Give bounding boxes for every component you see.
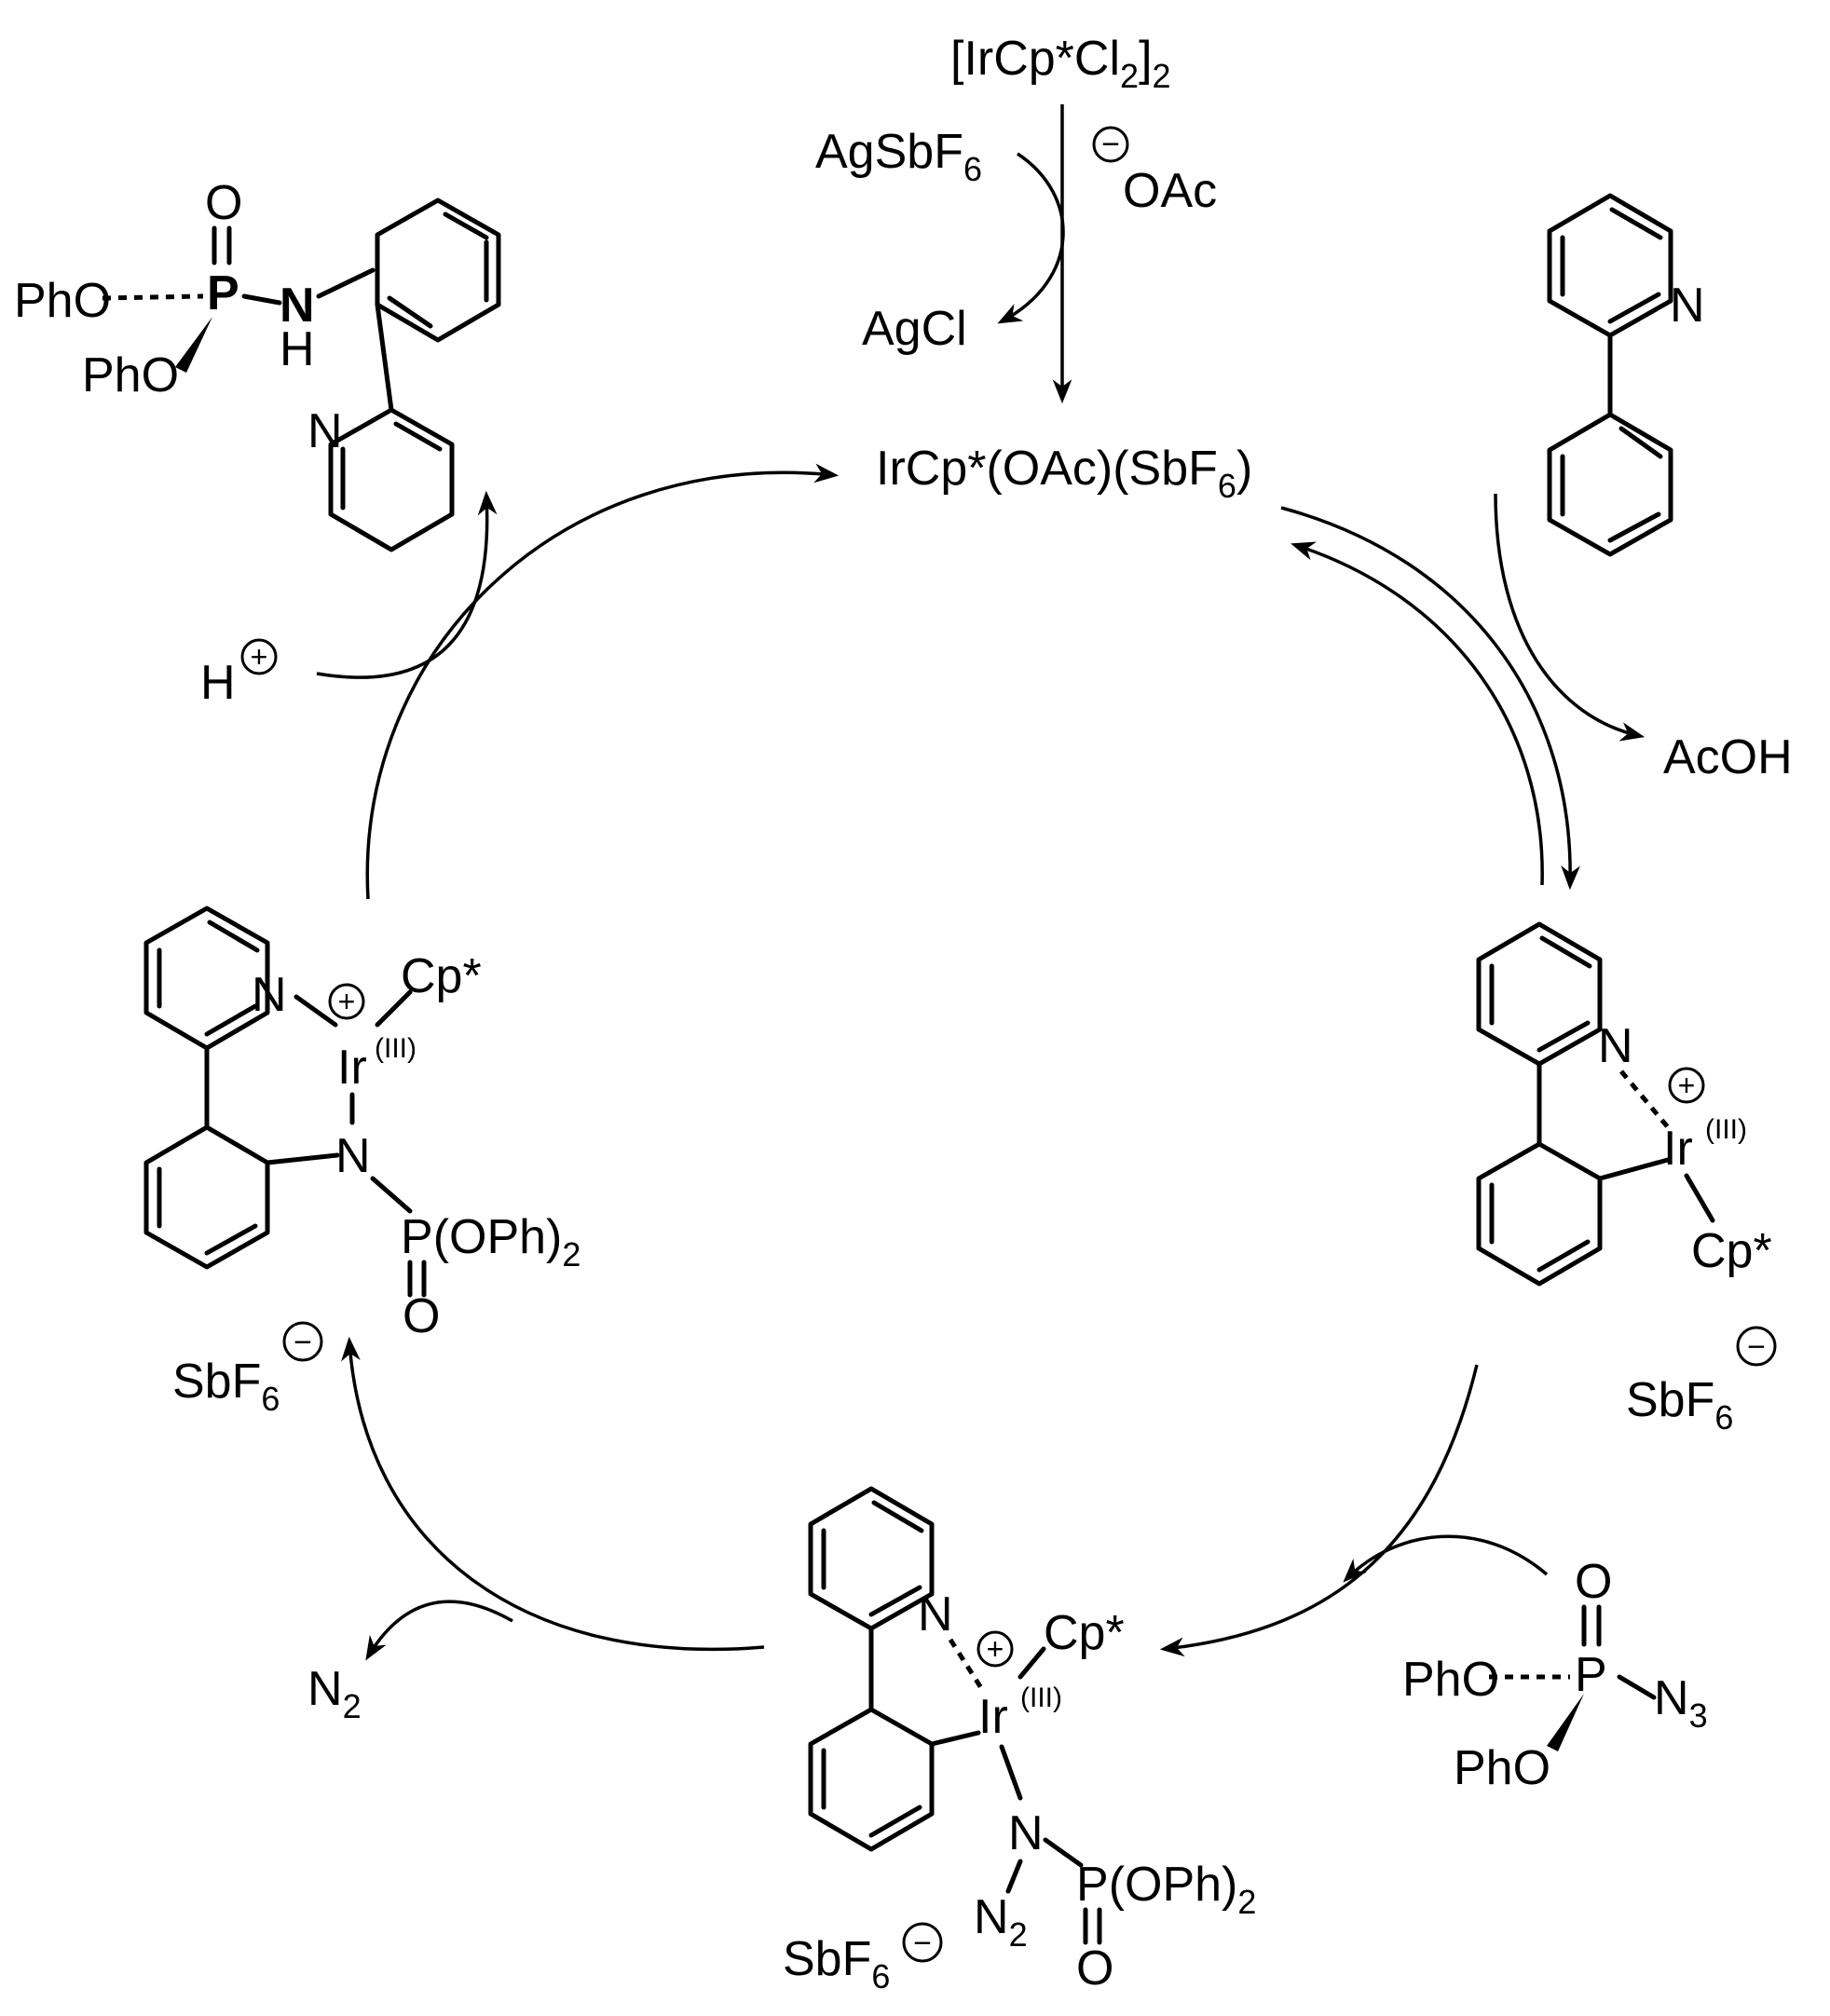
bottom-n2: N2 [974, 1890, 1028, 1954]
azide-p: P [1575, 1648, 1607, 1702]
acetate-charge-sign: − [1101, 127, 1120, 162]
bottom-o: O [1076, 1941, 1113, 1996]
bottom-n: N [918, 1587, 953, 1641]
left-pyridine-ring [143, 906, 270, 1051]
acetate-label: OAc [1123, 164, 1217, 218]
product-pyridine-ring [328, 407, 455, 552]
proton-label: H [200, 656, 236, 710]
acoh-release-arrow [1494, 493, 1646, 742]
left-counterion: SbF6 [172, 1355, 280, 1418]
bottom-minus: − [913, 1926, 932, 1961]
product-n: N [280, 279, 315, 333]
product-o: O [205, 176, 242, 230]
right-plus: + [1678, 1069, 1696, 1102]
phenyl-ring [1547, 412, 1673, 557]
azide-n3: N3 [1654, 1671, 1708, 1735]
silver-salt-label: AgSbF6 [815, 125, 982, 188]
bottom-p: P(OPh)2 [1076, 1858, 1256, 1921]
product-phenyl-ring [375, 198, 501, 343]
right-pyridine-ring [1476, 921, 1603, 1067]
left-ox-state: (III) [375, 1033, 417, 1064]
precatalyst-activation: [IrCp*Cl2]2 AgSbF6 − OAc AgCl [815, 32, 1217, 404]
silver-chloride-label: AgCl [862, 302, 967, 356]
left-plus: + [338, 985, 356, 1018]
left-p: P(OPh)2 [401, 1210, 580, 1274]
left-phenyl-ring [143, 1124, 270, 1270]
cycle-arrows [316, 463, 1646, 1661]
product-pho1: PhO [14, 274, 111, 328]
regeneration-arrow [365, 463, 840, 900]
intermediate-azide-complex: N Ir (III) + Cp* N N2 P(OPh)2 O SbF6 − [783, 1486, 1256, 1996]
right-n: N [1598, 1019, 1633, 1073]
diphenyl-phosphoryl-azide: O P PhO N3 PhO [1402, 1555, 1708, 1795]
cmd-reverse-arrow [1291, 541, 1544, 886]
intermediate-iridacycle: N Ir (III) + Cp* SbF6 − [1476, 921, 1777, 1437]
nitrene-insertion-arrow [341, 1336, 765, 1652]
substrate-n: N [1670, 279, 1705, 333]
product-p: P [207, 266, 239, 320]
right-cp: Cp* [1691, 1224, 1772, 1278]
bottom-plus: + [987, 1632, 1004, 1666]
right-counterion: SbF6 [1626, 1373, 1733, 1437]
n2-release-arrow [365, 1600, 513, 1661]
substrate-phenylpyridine: N [1547, 193, 1705, 557]
left-n: N [252, 968, 287, 1022]
azide-pho2: PhO [1454, 1741, 1550, 1795]
bottom-n-amide: N [1008, 1806, 1044, 1860]
product-py-n: N [307, 404, 343, 458]
intermediate-amido-complex: N Ir (III) + Cp* N P(OPh)2 O SbF6 − [143, 906, 580, 1418]
left-ir: Ir [337, 1041, 367, 1095]
azide-pho1: PhO [1402, 1653, 1499, 1707]
right-ox-state: (III) [1705, 1114, 1747, 1145]
left-minus: − [294, 1325, 312, 1360]
acoh-label: AcOH [1663, 730, 1793, 784]
azide-coordination-arrow [1159, 1364, 1479, 1657]
silver-exchange-arrow [997, 152, 1065, 324]
product-phosphoramidate: O P PhO PhO N H N [14, 176, 501, 552]
bottom-ox-state: (III) [1020, 1682, 1062, 1713]
cmd-forward-arrow [1280, 506, 1580, 891]
protonation-arrow [316, 490, 498, 679]
right-ir: Ir [1663, 1122, 1693, 1176]
left-n-amide: N [335, 1129, 371, 1183]
bottom-ir: Ir [978, 1690, 1008, 1744]
right-phenyl-ring [1476, 1141, 1603, 1287]
precursor-label: [IrCp*Cl2]2 [950, 32, 1171, 95]
pyridine-ring [1547, 193, 1673, 338]
active-catalyst-label: IrCp*(OAc)(SbF6) [876, 442, 1252, 505]
n2-release-label: N2 [307, 1662, 362, 1725]
left-cp: Cp* [401, 949, 482, 1003]
azide-entry-arrow [1343, 1534, 1549, 1583]
proton-plus: + [251, 640, 268, 674]
left-o: O [403, 1289, 440, 1343]
bottom-counterion: SbF6 [783, 1932, 890, 1996]
bottom-pyridine-ring [808, 1486, 935, 1631]
product-pho2: PhO [82, 348, 179, 402]
bottom-phenyl-ring [808, 1707, 935, 1852]
acetate-charge [1092, 126, 1129, 163]
product-h: H [280, 322, 315, 376]
bottom-cp: Cp* [1044, 1606, 1125, 1660]
right-minus: − [1747, 1329, 1766, 1365]
azide-o: O [1575, 1555, 1612, 1609]
